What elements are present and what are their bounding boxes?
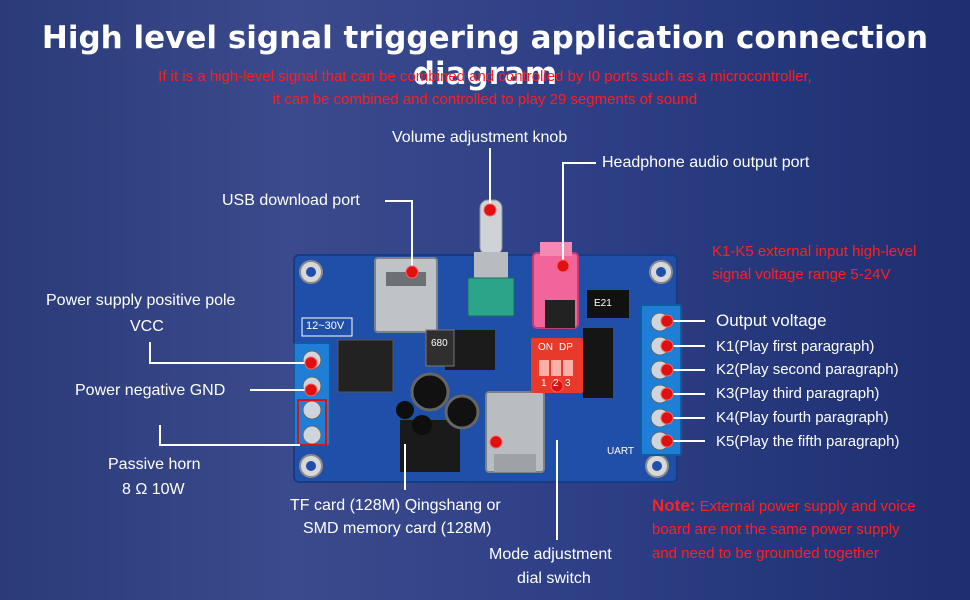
- volume-knob-base: [467, 277, 515, 317]
- label-k5: K5(Play the fifth paragraph): [716, 433, 900, 450]
- note-k-range-2: signal voltage range 5-24V: [712, 266, 891, 283]
- uart-text: UART: [607, 446, 635, 457]
- label-k3: K3(Play third paragraph): [716, 385, 880, 402]
- usb-port: [374, 257, 438, 333]
- chip-text: E21: [594, 298, 612, 309]
- label-power-positive-1: Power supply positive pole: [46, 292, 236, 309]
- label-tf-card-2: SMD memory card (128M): [303, 520, 492, 537]
- label-power-positive-2: VCC: [130, 318, 164, 335]
- label-passive-horn-2: 8 Ω 10W: [122, 481, 185, 498]
- dip-dp-text: DP: [559, 342, 573, 353]
- inductor-text: 680: [431, 338, 448, 349]
- label-passive-horn-1: Passive horn: [108, 456, 201, 473]
- marker-dots: [304, 203, 674, 449]
- label-output-voltage: Output voltage: [716, 311, 827, 330]
- note-prefix: Note:: [652, 496, 696, 515]
- speaker-terminal-highlight: [297, 399, 327, 446]
- note-line-2: board are not the same power supply: [652, 521, 900, 538]
- note-text-1: External power supply and voice: [695, 498, 916, 515]
- label-k4: K4(Play fourth paragraph): [716, 409, 889, 426]
- dip-num-3: 3: [565, 378, 571, 389]
- label-power-negative: Power negative GND: [75, 382, 226, 399]
- label-k2: K2(Play second paragraph): [716, 361, 899, 378]
- page-title: High level signal triggering application…: [41, 20, 929, 92]
- label-tf-card-1: TF card (128M) Qingshang or: [290, 497, 501, 514]
- label-volume-knob: Volume adjustment knob: [392, 129, 568, 146]
- note-k-range-1: K1-K5 external input high-level: [712, 243, 917, 260]
- dip-on-text: ON: [538, 342, 553, 353]
- label-k1: K1(Play first paragraph): [716, 338, 875, 355]
- board-voltage-text: 12~30V: [306, 320, 345, 332]
- note-line-3: and need to be grounded together: [652, 545, 879, 562]
- note-line-1: Note: External power supply and voice: [652, 496, 916, 516]
- label-usb-port: USB download port: [222, 192, 360, 209]
- subtitle-line-1: If it is a high-level signal that can be…: [158, 68, 812, 85]
- dip-num-1: 1: [541, 378, 547, 389]
- label-headphone-port: Headphone audio output port: [602, 154, 810, 171]
- capacitor: [410, 372, 450, 412]
- label-mode-switch-1: Mode adjustment: [489, 546, 612, 563]
- dip-num-2: 2: [553, 378, 559, 389]
- subtitle-line-2: it can be combined and controlled to pla…: [272, 91, 698, 108]
- capacitor: [444, 394, 480, 430]
- label-mode-switch-2: dial switch: [517, 570, 591, 587]
